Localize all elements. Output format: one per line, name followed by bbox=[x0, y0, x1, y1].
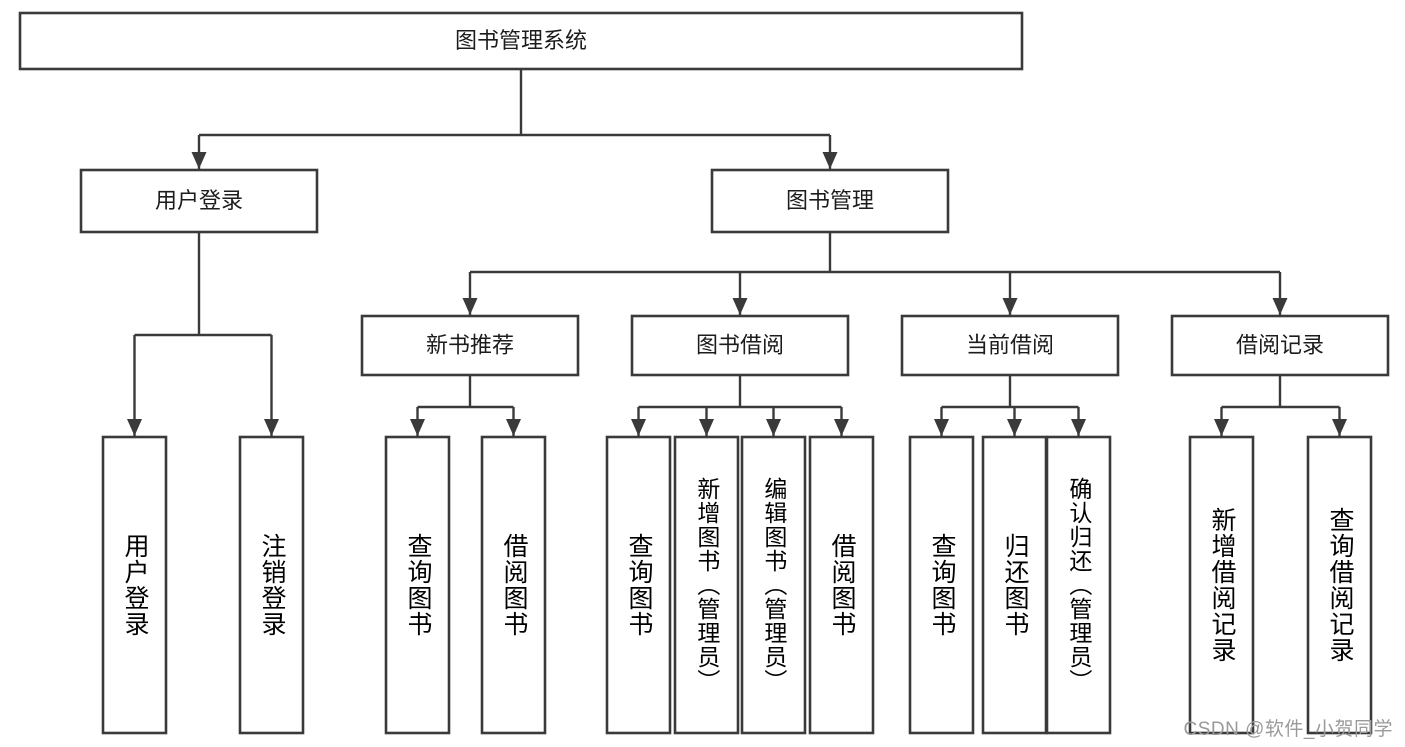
node-label-level3-3: 借阅记录 bbox=[1236, 332, 1324, 357]
arrow-head-icon bbox=[631, 419, 646, 436]
node-label-level2-0: 用户登录 bbox=[155, 188, 243, 213]
node-box-leaf-7[interactable] bbox=[808, 435, 875, 735]
node-label-leaf-6: 编辑图书（管理员） bbox=[760, 477, 787, 693]
arrow-head-icon bbox=[264, 419, 279, 436]
leaf-label-wrap: 新增借阅记录 bbox=[1190, 437, 1253, 733]
arrow-head-icon bbox=[834, 419, 849, 436]
node-box-level3-1[interactable] bbox=[630, 314, 850, 377]
leaf-label-wrap: 编辑图书（管理员） bbox=[742, 437, 805, 733]
node-box-level2-0[interactable] bbox=[79, 168, 319, 234]
leaf-label-holder-0[interactable]: 用户登录 bbox=[103, 437, 166, 733]
node-label-level3-0: 新书推荐 bbox=[426, 332, 514, 357]
node-box-leaf-5[interactable] bbox=[673, 435, 740, 735]
leaf-label-holder-1[interactable]: 注销登录 bbox=[240, 437, 303, 733]
leaf-label-wrap: 注销登录 bbox=[240, 437, 303, 733]
leaf-label-wrap: 查询图书 bbox=[386, 437, 449, 733]
arrow-head-icon bbox=[822, 152, 838, 169]
node-label-leaf-0: 用户登录 bbox=[121, 533, 149, 637]
arrow-head-icon bbox=[766, 419, 781, 436]
node-label-leaf-3: 借阅图书 bbox=[500, 533, 528, 637]
leaf-label-holder-10[interactable]: 确认归还（管理员） bbox=[1047, 437, 1110, 733]
csdn-watermark: CSDN @软件_小贺同学 bbox=[1183, 719, 1393, 740]
node-box-leaf-0[interactable] bbox=[101, 435, 168, 735]
arrow-head-icon bbox=[699, 419, 714, 436]
leaf-label-wrap: 借阅图书 bbox=[482, 437, 545, 733]
leaf-label-holder-11[interactable]: 新增借阅记录 bbox=[1190, 437, 1253, 733]
leaf-label-holder-2[interactable]: 查询图书 bbox=[386, 437, 449, 733]
arrow-head-icon bbox=[462, 298, 478, 315]
node-label-leaf-2: 查询图书 bbox=[404, 533, 432, 637]
arrow-head-icon bbox=[1002, 298, 1018, 315]
node-box-leaf-9[interactable] bbox=[981, 435, 1048, 735]
node-label-leaf-9: 归还图书 bbox=[1001, 533, 1029, 637]
node-label-leaf-1: 注销登录 bbox=[258, 533, 286, 637]
arrow-head-icon bbox=[1007, 419, 1022, 436]
leaf-label-wrap: 确认归还（管理员） bbox=[1047, 437, 1110, 733]
arrow-head-icon bbox=[934, 419, 949, 436]
node-box-level3-2[interactable] bbox=[900, 314, 1120, 377]
leaf-label-holder-4[interactable]: 查询图书 bbox=[607, 437, 670, 733]
node-box-leaf-8[interactable] bbox=[908, 435, 975, 735]
node-boxes bbox=[18, 11, 1390, 735]
leaf-label-holder-7[interactable]: 借阅图书 bbox=[810, 437, 873, 733]
node-box-leaf-10[interactable] bbox=[1045, 435, 1112, 735]
node-box-leaf-6[interactable] bbox=[740, 435, 807, 735]
node-label-level3-1: 图书借阅 bbox=[696, 332, 784, 357]
node-box-leaf-11[interactable] bbox=[1188, 435, 1255, 735]
leaf-label-holder-3[interactable]: 借阅图书 bbox=[482, 437, 545, 733]
node-box-leaf-1[interactable] bbox=[238, 435, 305, 735]
node-box-root[interactable] bbox=[18, 11, 1024, 71]
connector-lines bbox=[127, 69, 1347, 436]
node-box-leaf-3[interactable] bbox=[480, 435, 547, 735]
node-label-level2-1: 图书管理 bbox=[786, 188, 874, 213]
leaf-label-wrap: 用户登录 bbox=[103, 437, 166, 733]
leaf-label-holder-9[interactable]: 归还图书 bbox=[983, 437, 1046, 733]
leaf-label-holder-12[interactable]: 查询借阅记录 bbox=[1308, 437, 1371, 733]
arrow-head-icon bbox=[1272, 298, 1288, 315]
node-label-leaf-7: 借阅图书 bbox=[828, 533, 856, 637]
node-label-root: 图书管理系统 bbox=[455, 28, 587, 53]
node-label-leaf-5: 新增图书（管理员） bbox=[693, 477, 720, 693]
leaf-label-holder-8[interactable]: 查询图书 bbox=[910, 437, 973, 733]
node-label-leaf-10: 确认归还（管理员） bbox=[1065, 477, 1092, 693]
arrow-head-icon bbox=[127, 419, 142, 436]
arrow-head-icon bbox=[1071, 419, 1086, 436]
node-label-leaf-11: 新增借阅记录 bbox=[1208, 507, 1236, 663]
leaf-label-wrap: 借阅图书 bbox=[810, 437, 873, 733]
node-box-level2-1[interactable] bbox=[710, 168, 950, 234]
arrow-head-icon bbox=[732, 298, 748, 315]
arrow-head-icon bbox=[191, 152, 207, 169]
arrow-head-icon bbox=[506, 419, 521, 436]
arrow-head-icon bbox=[410, 419, 425, 436]
node-label-level3-2: 当前借阅 bbox=[966, 332, 1054, 357]
arrow-head-icon bbox=[1332, 419, 1347, 436]
node-label-leaf-4: 查询图书 bbox=[625, 533, 653, 637]
arrow-head-icon bbox=[1214, 419, 1229, 436]
node-box-leaf-12[interactable] bbox=[1306, 435, 1373, 735]
node-box-level3-0[interactable] bbox=[360, 314, 580, 377]
node-label-leaf-12: 查询借阅记录 bbox=[1326, 507, 1354, 663]
node-box-leaf-2[interactable] bbox=[384, 435, 451, 735]
leaf-label-wrap: 归还图书 bbox=[983, 437, 1046, 733]
leaf-label-wrap: 查询借阅记录 bbox=[1308, 437, 1371, 733]
leaf-label-holder-5[interactable]: 新增图书（管理员） bbox=[675, 437, 738, 733]
leaf-label-wrap: 查询图书 bbox=[910, 437, 973, 733]
node-label-leaf-8: 查询图书 bbox=[928, 533, 956, 637]
leaf-label-wrap: 新增图书（管理员） bbox=[675, 437, 738, 733]
leaf-label-wrap: 查询图书 bbox=[607, 437, 670, 733]
leaf-label-holder-6[interactable]: 编辑图书（管理员） bbox=[742, 437, 805, 733]
node-box-level3-3[interactable] bbox=[1170, 314, 1390, 377]
node-box-leaf-4[interactable] bbox=[605, 435, 672, 735]
